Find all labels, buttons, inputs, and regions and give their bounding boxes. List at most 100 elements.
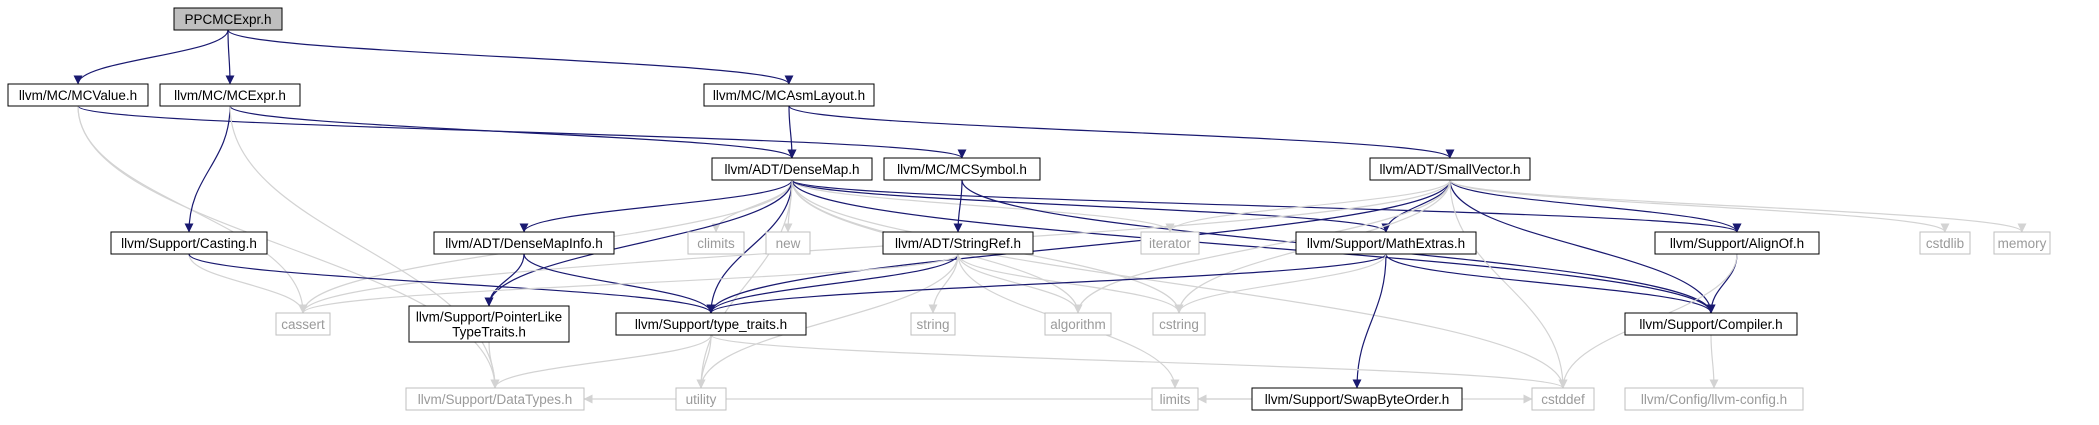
node-stringref[interactable]: llvm/ADT/StringRef.h bbox=[882, 231, 1034, 255]
edge-stringref-to-typetraits bbox=[706, 253, 959, 314]
node-cstdlib[interactable]: cstdlib bbox=[1919, 231, 1971, 255]
node-cstddef-box bbox=[1531, 387, 1595, 411]
node-densemap-box bbox=[711, 157, 873, 181]
node-iterator-box bbox=[1140, 231, 1200, 255]
node-algorithm-box bbox=[1044, 312, 1112, 336]
node-alignof[interactable]: llvm/Support/AlignOf.h bbox=[1654, 231, 1820, 255]
node-mcvalue-box bbox=[7, 83, 149, 107]
node-mathextras-box bbox=[1295, 231, 1477, 255]
edge-root-to-mcvalue bbox=[73, 29, 229, 85]
edge-smallvector-to-cstdlib bbox=[1449, 179, 1950, 233]
edge-casting-to-typetraits bbox=[188, 253, 716, 314]
edge-smallvector-to-compiler bbox=[1449, 179, 1716, 314]
edge-stringref-to-cstring bbox=[957, 253, 1184, 314]
node-limits-box bbox=[1151, 387, 1199, 411]
edge-smallvector-to-memory bbox=[1449, 179, 2027, 233]
node-new[interactable]: new bbox=[765, 231, 811, 255]
node-compiler[interactable]: llvm/Support/Compiler.h bbox=[1624, 312, 1798, 336]
node-memory[interactable]: memory bbox=[1993, 231, 2051, 255]
node-typetraits[interactable]: llvm/Support/type_traits.h bbox=[615, 312, 807, 336]
node-mcexpr-box bbox=[159, 83, 301, 107]
edge-densemapinfo-to-typetraits bbox=[523, 253, 716, 314]
node-compiler-label: llvm/Support/Compiler.h bbox=[1639, 317, 1782, 332]
node-mcasmlayout[interactable]: llvm/MC/MCAsmLayout.h bbox=[703, 83, 875, 107]
node-densemapinfo[interactable]: llvm/ADT/DenseMapInfo.h bbox=[433, 231, 615, 255]
node-cassert-label: cassert bbox=[281, 317, 325, 332]
node-casting-box bbox=[110, 231, 268, 255]
node-casting[interactable]: llvm/Support/Casting.h bbox=[110, 231, 268, 255]
node-utility[interactable]: utility bbox=[675, 387, 727, 411]
edge-mcasmlayout-to-smallvector bbox=[788, 105, 1455, 159]
edge-smallvector-to-cassert bbox=[298, 179, 1451, 314]
node-mcexpr-label: llvm/MC/MCExpr.h bbox=[174, 88, 286, 103]
node-mathextras-label: llvm/Support/MathExtras.h bbox=[1307, 236, 1465, 251]
edge-densemap-to-cstddef bbox=[791, 179, 1568, 389]
nodes-layer: PPCMCExpr.h llvm/MC/MCValue.h llvm/MC/MCEx… bbox=[7, 7, 2051, 411]
node-densemapinfo-label: llvm/ADT/DenseMapInfo.h bbox=[445, 236, 603, 251]
node-smallvector[interactable]: llvm/ADT/SmallVector.h bbox=[1369, 157, 1531, 181]
edge-densemap-to-compiler bbox=[791, 179, 1716, 314]
node-llvmconfig[interactable]: llvm/Config/llvm-config.h bbox=[1624, 387, 1804, 411]
node-cstring-box bbox=[1152, 312, 1206, 336]
node-algorithm-label: algorithm bbox=[1050, 317, 1106, 332]
node-cassert[interactable]: cassert bbox=[275, 312, 331, 336]
edge-stringref-to-algorithm bbox=[957, 253, 1083, 314]
node-cstring[interactable]: cstring bbox=[1152, 312, 1206, 336]
node-typetraits-label: llvm/Support/type_traits.h bbox=[635, 317, 787, 332]
node-climits-label: climits bbox=[697, 236, 735, 251]
edge-root-to-mcasmlayout bbox=[227, 29, 794, 85]
node-root-box bbox=[173, 7, 283, 31]
node-memory-box bbox=[1993, 231, 2051, 255]
node-cstddef[interactable]: cstddef bbox=[1531, 387, 1595, 411]
node-datatypes-box bbox=[405, 387, 585, 411]
edge-mathextras-to-typetraits bbox=[706, 253, 1387, 314]
edge-smallvector-to-algorithm bbox=[1073, 179, 1451, 314]
node-memory-label: memory bbox=[1998, 236, 2047, 251]
node-stringref-box bbox=[882, 231, 1034, 255]
node-densemap-label: llvm/ADT/DenseMap.h bbox=[724, 162, 859, 177]
edge-compiler-to-llvmconfig bbox=[1709, 334, 1719, 389]
edge-smallvector-to-typetraits bbox=[706, 179, 1451, 314]
edge-mcexpr-to-casting bbox=[184, 105, 231, 233]
node-mathextras[interactable]: llvm/Support/MathExtras.h bbox=[1295, 231, 1477, 255]
node-typetraits-box bbox=[615, 312, 807, 336]
node-iterator-label: iterator bbox=[1149, 236, 1192, 251]
node-mcsymbol-label: llvm/MC/MCSymbol.h bbox=[897, 162, 1027, 177]
node-swapbyteorder-box bbox=[1251, 387, 1463, 411]
node-limits-label: limits bbox=[1160, 392, 1191, 407]
node-string[interactable]: string bbox=[910, 312, 956, 336]
node-swapbyteorder[interactable]: llvm/Support/SwapByteOrder.h bbox=[1251, 387, 1463, 411]
edge-densemap-to-mathextras bbox=[791, 179, 1391, 233]
node-llvmconfig-label: llvm/Config/llvm-config.h bbox=[1641, 392, 1787, 407]
node-utility-label: utility bbox=[686, 392, 717, 407]
node-cstdlib-box bbox=[1919, 231, 1971, 255]
edge-stringref-to-cassert bbox=[298, 253, 959, 314]
edge-typetraits-to-cstddef bbox=[710, 334, 1568, 389]
edge-stringref-to-string bbox=[928, 253, 959, 314]
node-mcvalue[interactable]: llvm/MC/MCValue.h bbox=[7, 83, 149, 107]
edge-smallvector-to-iterator bbox=[1165, 179, 1451, 233]
edge-typetraits-to-utility bbox=[696, 334, 712, 389]
edge-alignof-to-compiler bbox=[1706, 253, 1738, 314]
node-limits[interactable]: limits bbox=[1151, 387, 1199, 411]
node-cstdlib-label: cstdlib bbox=[1926, 236, 1964, 251]
node-pointerlike-label: llvm/Support/PointerLike bbox=[416, 310, 562, 325]
node-algorithm[interactable]: algorithm bbox=[1044, 312, 1112, 336]
node-new-label: new bbox=[776, 236, 801, 251]
node-root: PPCMCExpr.h bbox=[173, 7, 283, 31]
node-mcsymbol-box bbox=[883, 157, 1041, 181]
edge-mcexpr-to-densemap bbox=[229, 105, 797, 159]
node-densemap[interactable]: llvm/ADT/DenseMap.h bbox=[711, 157, 873, 181]
node-datatypes[interactable]: llvm/Support/DataTypes.h bbox=[405, 387, 585, 411]
node-smallvector-box bbox=[1369, 157, 1531, 181]
node-pointerlike-label: TypeTraits.h bbox=[452, 325, 526, 340]
node-mcsymbol[interactable]: llvm/MC/MCSymbol.h bbox=[883, 157, 1041, 181]
node-climits[interactable]: climits bbox=[687, 231, 745, 255]
node-llvmconfig-box bbox=[1624, 387, 1804, 411]
node-climits-box bbox=[687, 231, 745, 255]
node-mcasmlayout-label: llvm/MC/MCAsmLayout.h bbox=[713, 88, 865, 103]
node-iterator[interactable]: iterator bbox=[1140, 231, 1200, 255]
node-mcexpr[interactable]: llvm/MC/MCExpr.h bbox=[159, 83, 301, 107]
